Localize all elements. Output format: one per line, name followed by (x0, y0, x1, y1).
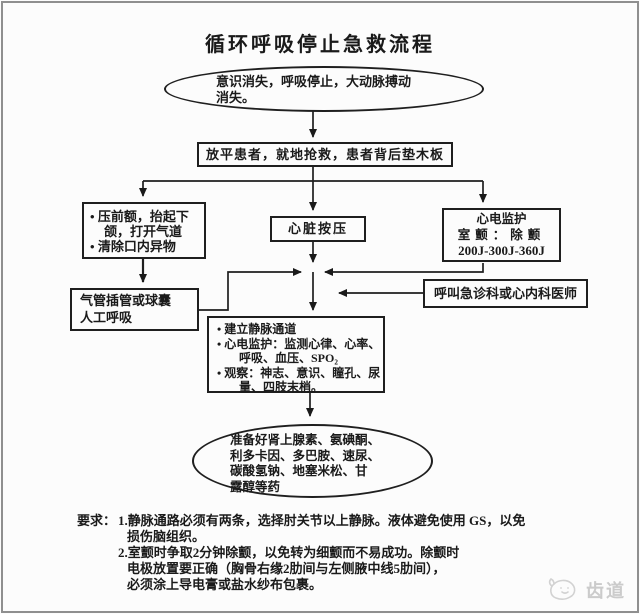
page-title: 循环呼吸停止急救流程 (205, 34, 435, 56)
watermark: 齿道 (547, 576, 626, 604)
note-line: 损伤脑组织。 (127, 529, 206, 544)
note-line: 1.静脉通路必须有两条，选择肘关节以上静脉。液体避免使用 GS，以免 (118, 513, 526, 528)
node-start-ellipse: 意识消失，呼吸停止，大动脉搏动 消失。 (164, 66, 484, 112)
airway-step: 清除口内异物 (90, 239, 201, 254)
iv-step: 建立静脉通道 (213, 322, 381, 337)
node-open-airway: 压前额，抬起下颌，打开气道 清除口内异物 (82, 202, 206, 259)
node-start-text: 意识消失，呼吸停止，大动脉搏动 消失。 (216, 74, 412, 105)
node-iv-monitoring: 建立静脉通道 心电监护：监测心律、心率、呼吸、血压、SPO₂ 观察：神志、意识、… (207, 316, 385, 395)
notes-label: 要求： (77, 513, 117, 528)
node-flatten-patient: 放平患者，就地抢救，患者背后垫木板 (197, 142, 453, 167)
node-prepare-drugs-ellipse: 准备好肾上腺素、氨碘酮、 利多卡因、多巴胺、速尿、 碳酸氢钠、地塞米松、甘 露醇… (192, 424, 433, 498)
requirements-notes: 要求： 1.静脉通路必须有两条，选择肘关节以上静脉。液体避免使用 GS，以免 损… (77, 513, 525, 593)
iv-step: 观察：神志、意识、瞳孔、尿量、四肢末梢。 (213, 366, 381, 395)
node-cardiac-compression: 心脏按压 (270, 216, 366, 242)
tooth-mascot-icon (548, 578, 576, 600)
monitor-joules: 200J-300J-360J (458, 243, 545, 258)
drugs-text: 准备好肾上腺素、氨碘酮、 利多卡因、多巴胺、速尿、 碳酸氢钠、地塞米松、甘 露醇… (230, 433, 381, 494)
note-line: 电极放置要正确（胸骨右缘2肋间与左侧腋中线5肋间）， (127, 561, 446, 576)
node-intubation: 气管插管或球囊 人工呼吸 (70, 288, 199, 331)
watermark-text: 齿道 (586, 581, 626, 601)
note-line: 2.室颤时争取2分钟除颤，以免转为细颤而不易成功。除颤时 (118, 545, 460, 560)
note-line: 必须涂上导电膏或盐水纱布包裹。 (127, 577, 323, 592)
airway-step: 压前额，抬起下颌，打开气道 (90, 209, 201, 239)
notes-lines: 1.静脉通路必须有两条，选择肘关节以上静脉。液体避免使用 GS，以免 损伤脑组织… (118, 513, 525, 593)
node-ecg-defibrillation: 心电监护 室颤：除颤 200J-300J-360J (442, 208, 561, 262)
monitor-line: 室颤：除颤 (457, 228, 546, 242)
monitor-line: 心电监护 (476, 212, 527, 226)
iv-step: 心电监护：监测心律、心率、呼吸、血压、SPO₂ (213, 337, 381, 366)
node-call-physician: 呼叫急诊科或心内科医师 (423, 279, 588, 308)
